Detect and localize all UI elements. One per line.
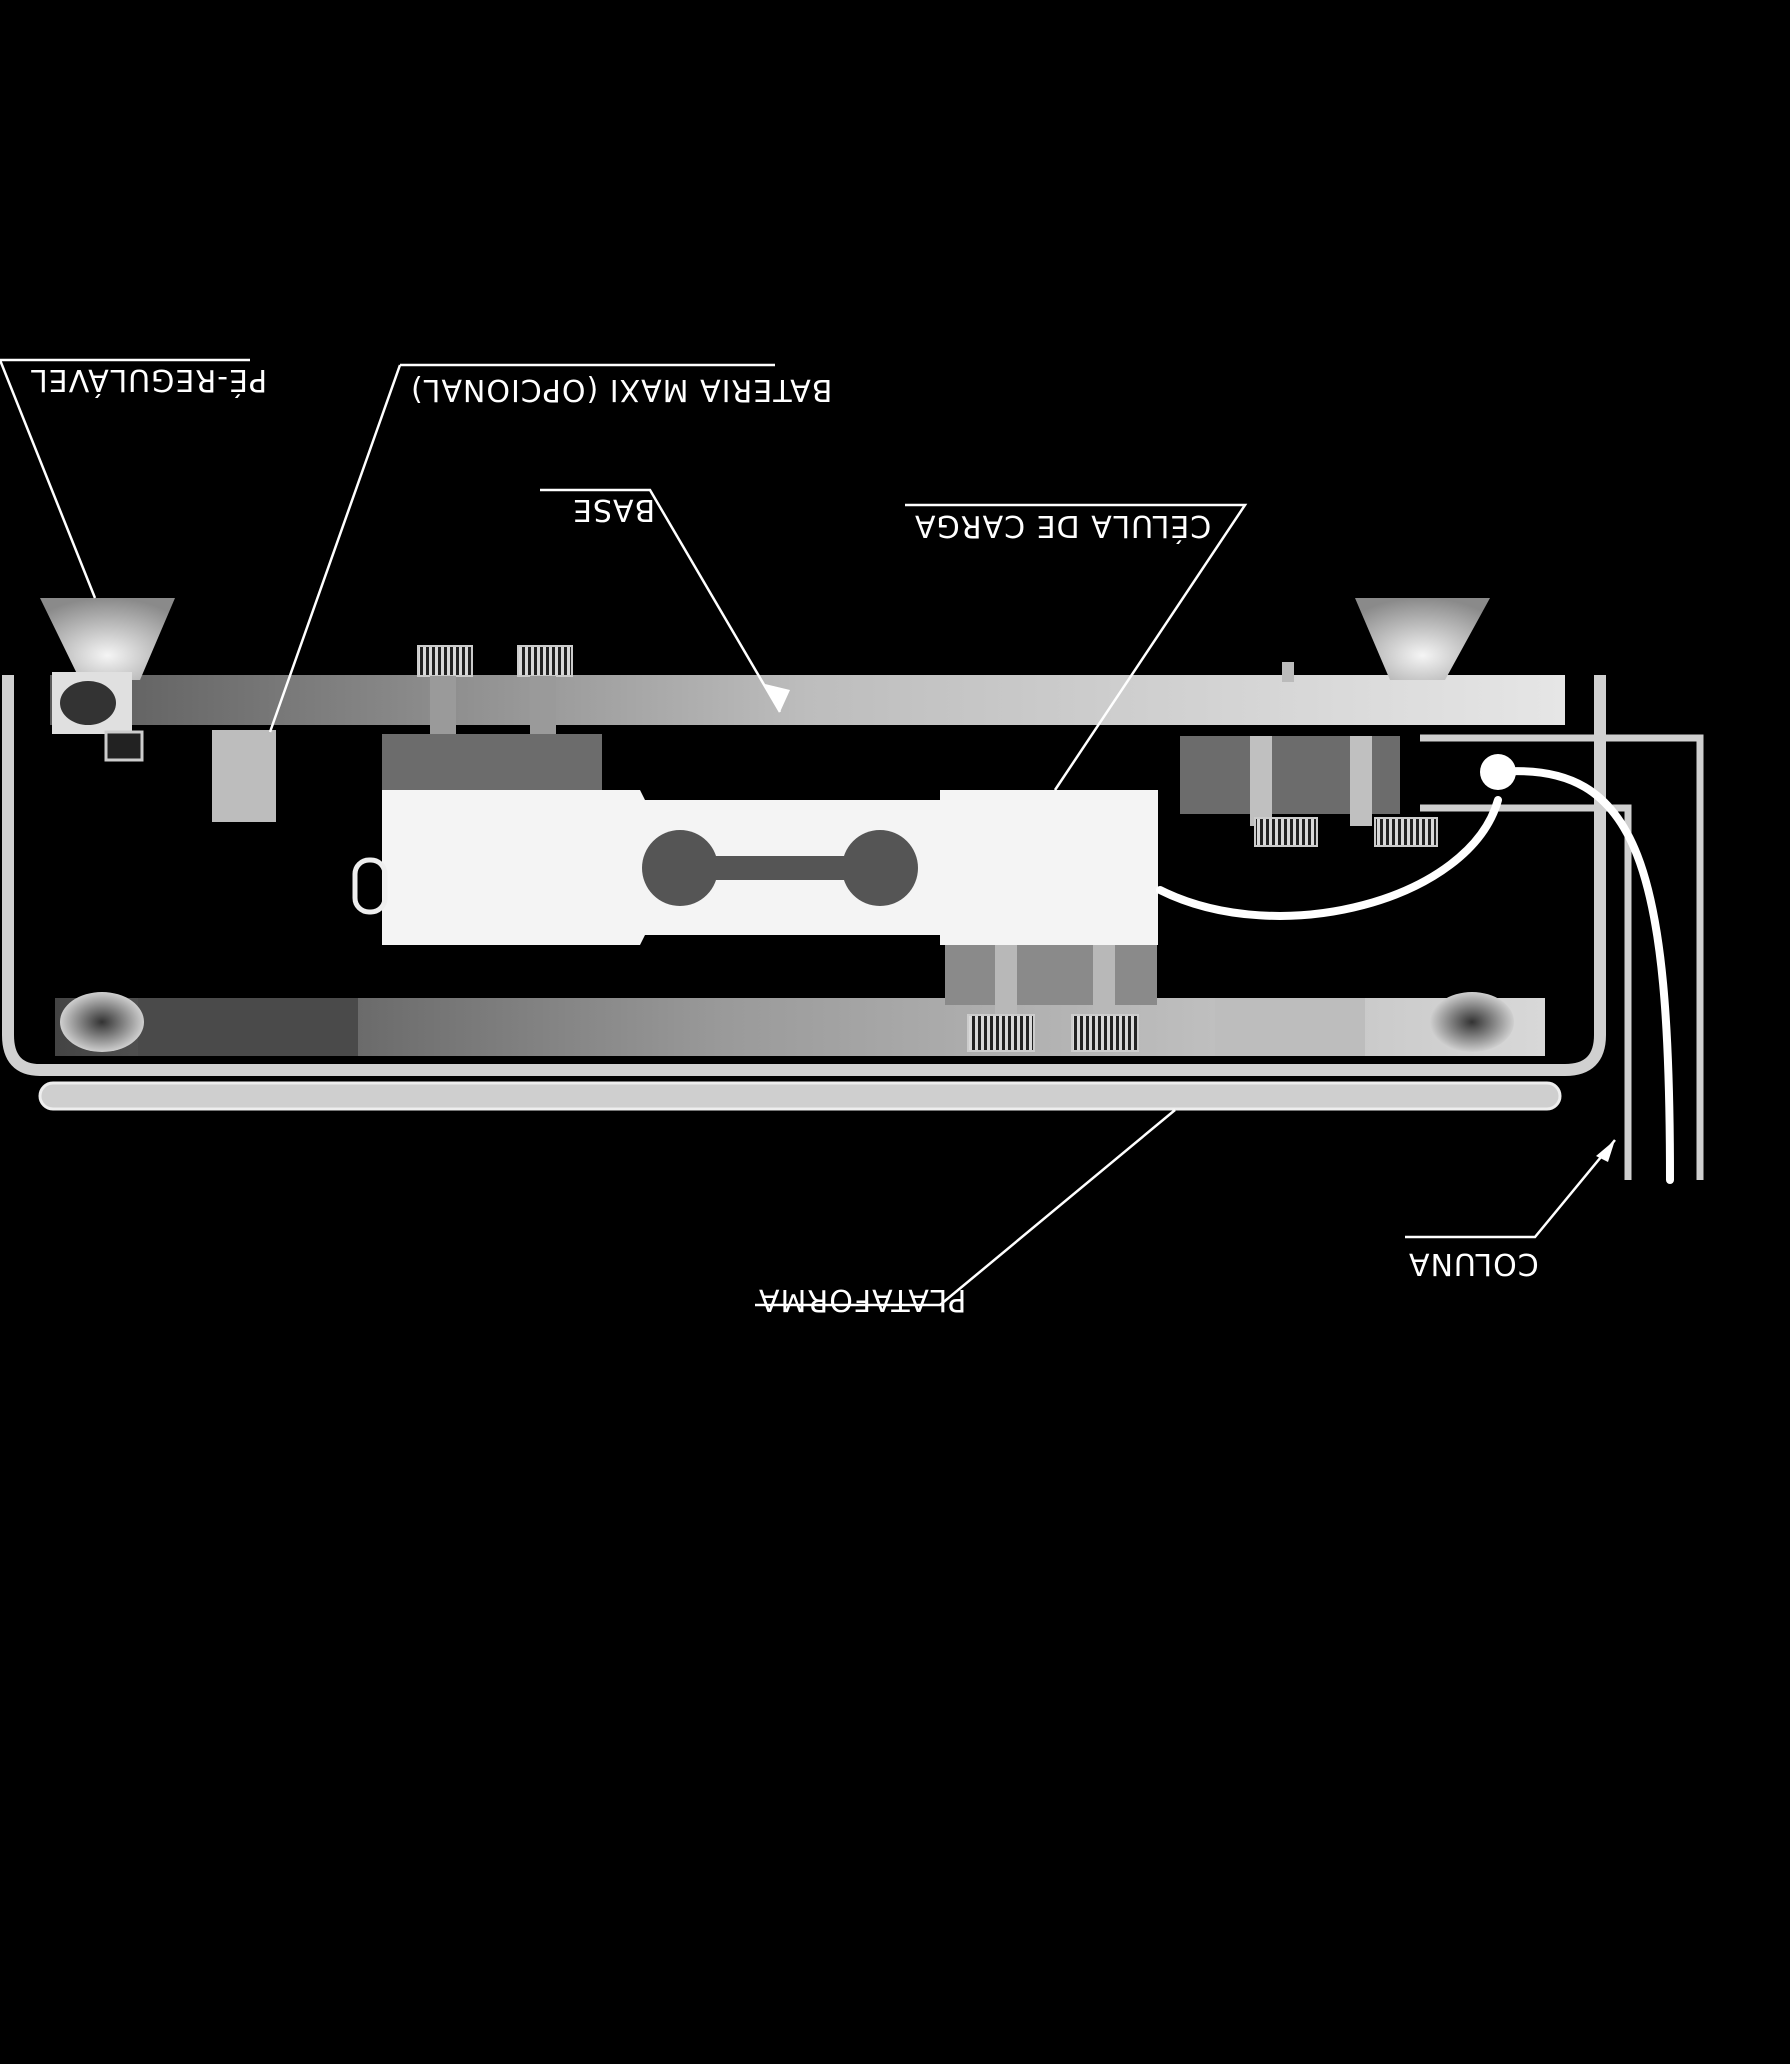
- base-plate: [50, 675, 1565, 725]
- label-plataforma: PLATAFORMA: [758, 1282, 967, 1317]
- load-cell: [352, 790, 1158, 1052]
- left-mount-block: [382, 734, 602, 794]
- label-base: BASE: [572, 492, 656, 527]
- housing-outline: [2, 675, 1606, 1076]
- battery-block: [212, 730, 276, 822]
- cable: [1156, 767, 1674, 1184]
- platform-plate: [38, 1081, 1562, 1111]
- column: [1420, 734, 1704, 1180]
- label-coluna: COLUNA: [1408, 1246, 1539, 1281]
- label-celula-de-carga: CÉLULA DE CARGA: [914, 508, 1212, 543]
- right-foot: [1355, 598, 1490, 680]
- leader-lines: [0, 358, 1616, 1307]
- label-bateria-maxi: BATERIA MAXI (OPCIONAL): [410, 372, 833, 407]
- left-foot: [40, 598, 175, 680]
- label-pe-regulavel: PÉ-REGULÁVEL: [30, 362, 268, 397]
